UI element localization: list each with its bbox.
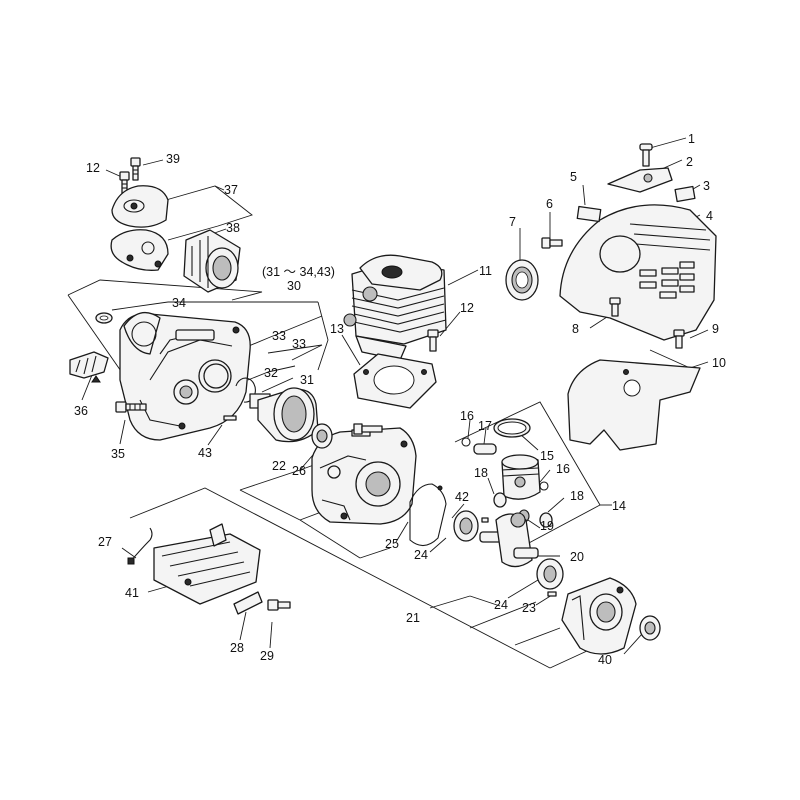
crankshaft-20 <box>479 512 539 568</box>
label-40: 40 <box>598 653 612 667</box>
label-18b: 18 <box>570 489 584 503</box>
screw-29 <box>267 599 291 611</box>
label-24a: 24 <box>414 548 428 562</box>
piston-pin-17 <box>473 443 497 455</box>
cylinder-cover-10 <box>567 359 701 451</box>
fan-housing-30 <box>119 311 251 441</box>
needle-bearing-18 <box>493 492 553 528</box>
label-42: 42 <box>455 490 469 504</box>
label-27: 27 <box>98 535 112 549</box>
label-33a: 33 <box>272 329 286 343</box>
bearing-42 <box>453 510 489 542</box>
label-31: 31 <box>300 373 314 387</box>
bolt-8 <box>609 297 621 317</box>
label-11: 11 <box>479 264 492 278</box>
dowel-23 <box>547 591 557 597</box>
label-1: 1 <box>688 132 695 146</box>
engine-under-cover-41 <box>153 523 261 605</box>
gasket-25 <box>409 483 447 547</box>
label-7: 7 <box>509 215 516 229</box>
group-note-31-34-43: (31 ～ 34,43) <box>262 265 335 279</box>
bearing-24 <box>536 558 564 590</box>
label-18a: 18 <box>474 466 488 480</box>
label-32: 32 <box>264 366 278 380</box>
label-26: 26 <box>292 464 306 478</box>
label-33b: 33 <box>292 337 306 351</box>
label-34: 34 <box>172 296 186 310</box>
throttle-bracket-36 <box>69 351 109 383</box>
label-28: 28 <box>230 641 244 655</box>
clutch-drum-31 <box>249 387 319 443</box>
label-37: 37 <box>224 183 238 197</box>
label-43: 43 <box>198 446 212 460</box>
label-20: 20 <box>570 550 584 564</box>
bolt-12-mid <box>427 329 439 352</box>
grommet-7 <box>505 259 539 301</box>
bearing-33 <box>203 363 229 389</box>
label-15: 15 <box>540 449 554 463</box>
intake-insulator-38 <box>183 229 241 293</box>
label-25: 25 <box>385 537 399 551</box>
bolt-6 <box>541 237 563 249</box>
gasket-13 <box>353 353 437 409</box>
piston-15 <box>501 454 541 500</box>
cylinder-11 <box>343 254 447 361</box>
bolt-1 <box>639 143 653 167</box>
label-2: 2 <box>686 155 693 169</box>
label-14: 14 <box>612 499 626 513</box>
seal-40 <box>639 615 661 641</box>
label-13: 13 <box>330 322 344 336</box>
crankcase-26 <box>311 427 417 525</box>
label-29: 29 <box>260 649 274 663</box>
label-30: 30 <box>287 279 301 293</box>
label-12-mid: 12 <box>460 301 474 315</box>
label-4: 4 <box>706 209 713 223</box>
label-21: 21 <box>406 611 420 625</box>
label-22: 22 <box>272 459 286 473</box>
label-38: 38 <box>226 221 240 235</box>
knob-2 <box>607 167 673 193</box>
label-23: 23 <box>522 601 536 615</box>
label-9: 9 <box>712 322 719 336</box>
plate-28 <box>233 591 263 615</box>
label-3: 3 <box>703 179 710 193</box>
wire-27 <box>127 527 153 565</box>
label-12-top: 12 <box>86 161 100 175</box>
label-16a: 16 <box>460 409 474 423</box>
label-19: 19 <box>540 519 554 533</box>
crankcase-cover-40 <box>561 577 637 655</box>
label-5: 5 <box>570 170 577 184</box>
label-6: 6 <box>546 197 553 211</box>
label-8: 8 <box>572 322 579 336</box>
label-41: 41 <box>125 586 139 600</box>
label-17: 17 <box>478 419 492 433</box>
label-10: 10 <box>712 356 726 370</box>
label-36: 36 <box>74 404 88 418</box>
bolt-crankcase <box>353 423 383 435</box>
carburetor-adapter-cover-37 <box>110 185 169 271</box>
label-39: 39 <box>166 152 180 166</box>
bolt-35 <box>115 401 147 413</box>
bolt-39 <box>130 157 141 181</box>
label-16b: 16 <box>556 462 570 476</box>
label-24b: 24 <box>494 598 508 612</box>
bolt-9 <box>673 329 685 349</box>
part-number-labels: 1 2 3 4 5 6 7 8 9 10 11 12 12 13 14 15 1… <box>74 132 726 667</box>
pin-43 <box>223 415 237 421</box>
label-5 <box>576 205 602 223</box>
cylinder-cover-4 <box>559 204 717 341</box>
seal-22 <box>311 423 333 449</box>
o-ring-34 <box>95 312 113 324</box>
bolt-12-upper <box>119 171 130 195</box>
label-35: 35 <box>111 447 125 461</box>
label-3 <box>674 185 696 203</box>
piston-ring-15 <box>493 418 531 438</box>
